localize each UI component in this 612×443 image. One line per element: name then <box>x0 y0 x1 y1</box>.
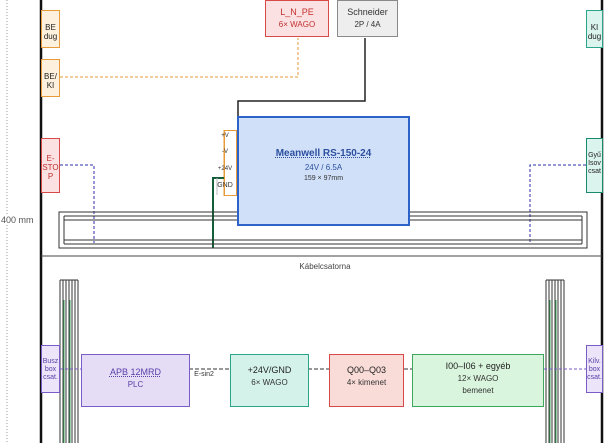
lnpe-terminals[interactable]: L_N_PE 6× WAGO <box>265 0 329 37</box>
power-terminals-sub: 6× WAGO <box>251 378 288 388</box>
plc-title: APB 12MRD <box>109 367 162 377</box>
breaker-sub: 2P / 4A <box>354 20 381 30</box>
estop-wire <box>60 164 95 243</box>
ki-dug-connector[interactable]: KI dug <box>586 10 603 48</box>
kilo-label: Kilv. box csat. <box>587 358 602 382</box>
lnpe-sub: 6× WAGO <box>278 20 316 30</box>
outputs-sub: 4× kimenet <box>346 378 387 388</box>
be-ki-wire <box>60 38 299 78</box>
psu-pin-plus-v: +V <box>221 133 229 139</box>
power-terminals-title: +24V/GND <box>247 365 292 375</box>
psu-line2: 159 × 97mm <box>303 174 344 182</box>
inputs-line2: bemenet <box>462 385 494 395</box>
plc-module[interactable]: APB 12MRD PLC <box>81 354 190 407</box>
meanwell-psu[interactable]: Meanwell RS-150-24 24V / 6.5A 159 × 97mm <box>237 116 410 226</box>
psu-line1: 24V / 6.5A <box>304 162 343 172</box>
psu-pin-strip <box>224 130 237 196</box>
be-ki-connector[interactable]: BE/ KI <box>41 59 60 97</box>
psu-pin-gnd: GND <box>217 182 233 189</box>
plc-sub: PLC <box>127 380 144 390</box>
psu-pin-minus-v: -V <box>222 149 228 155</box>
outputs-title: Q00–Q03 <box>346 365 387 375</box>
psu-gnd-wire <box>212 177 224 248</box>
power-terminals[interactable]: +24V/GND 6× WAGO <box>230 354 309 407</box>
input-terminals[interactable]: I00–I06 + egyéb 12× WAGO bemenet <box>412 354 544 407</box>
psu-title: Meanwell RS-150-24 <box>275 148 372 159</box>
right-vertical-duct <box>545 279 565 443</box>
be-ki-label: BE/ KI <box>44 72 57 91</box>
dimension-label: 400 mm <box>0 215 35 225</box>
schneider-breaker[interactable]: Schneider 2P / 4A <box>337 0 398 37</box>
gyujto-connector[interactable]: Gyű Isov csat <box>586 138 603 193</box>
gyujto-label: Gyű Isov csat <box>588 152 601 176</box>
estop-button[interactable]: E- STO P <box>41 138 60 193</box>
estop-label: E- STO P <box>42 154 59 182</box>
cable-duct-label: Kábelcsatorna <box>299 262 351 271</box>
right-sensor-wire <box>529 164 586 243</box>
breaker-title: Schneider <box>347 7 388 17</box>
bus-label: Busz box csat. <box>42 358 59 382</box>
lnpe-title: L_N_PE <box>280 7 314 17</box>
be-dug-connector[interactable]: BE dug <box>41 10 60 48</box>
inputs-title: I00–I06 + egyéb <box>445 361 511 371</box>
bus-wire-label: E-sin2 <box>194 371 214 378</box>
ki-dug-label: KI dug <box>587 23 602 42</box>
breaker-psu-wire <box>237 38 366 117</box>
psu-pin-24v: +24V <box>217 166 233 172</box>
be-dug-label: BE dug <box>43 23 58 42</box>
output-terminals[interactable]: Q00–Q03 4× kimenet <box>329 354 404 407</box>
kilo-connector[interactable]: Kilv. box csat. <box>586 345 603 393</box>
bus-connector[interactable]: Busz box csat. <box>41 345 60 393</box>
inputs-line1: 12× WAGO <box>457 374 499 384</box>
left-vertical-duct <box>59 279 79 443</box>
